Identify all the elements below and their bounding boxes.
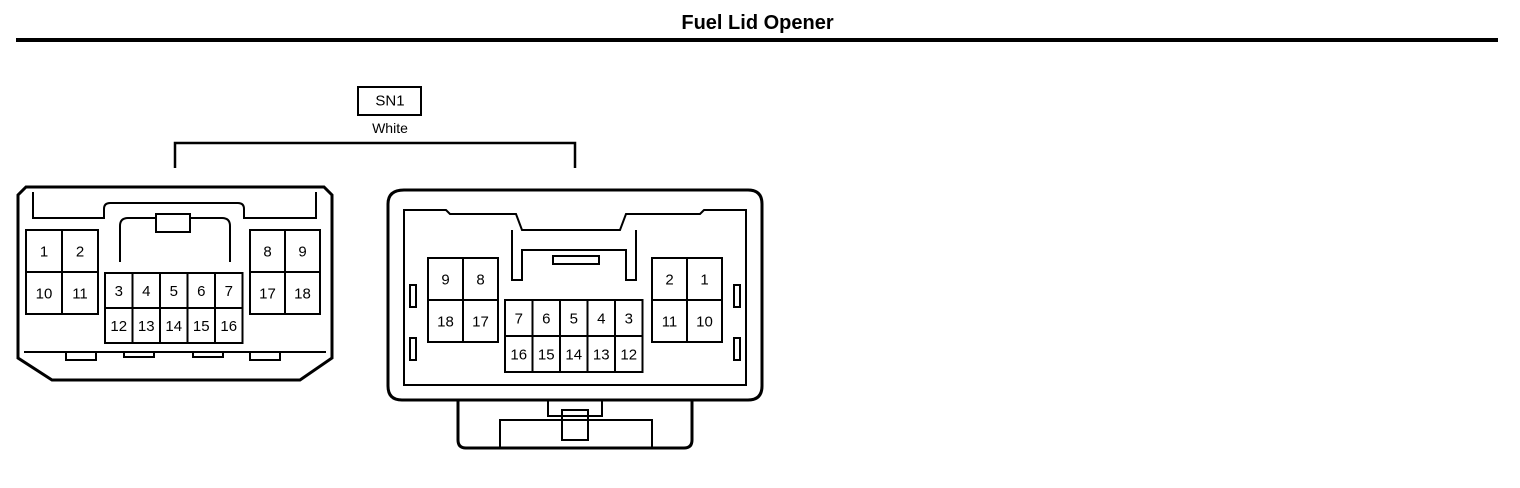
pin-cavity-l6 — [186, 272, 216, 309]
pin-label-r11: 11 — [662, 314, 678, 331]
pin-cavity-l18 — [284, 271, 321, 315]
pin-cavity-r10 — [686, 299, 723, 343]
pin-label-r2: 2 — [665, 272, 673, 289]
pin-label-l5: 5 — [170, 283, 178, 300]
pin-cavity-r15 — [531, 335, 561, 373]
pin-label-r16: 16 — [510, 347, 527, 364]
right-connector — [386, 188, 764, 450]
pin-cavity-l12 — [104, 307, 134, 344]
pin-label-r1: 1 — [700, 272, 708, 289]
pin-cavity-l4 — [131, 272, 161, 309]
pin-label-r3: 3 — [625, 311, 633, 328]
pin-label-l16: 16 — [220, 318, 237, 335]
pin-label-l18: 18 — [294, 286, 311, 303]
pin-cavity-l11 — [61, 271, 99, 315]
connector-code: SN1 — [375, 93, 404, 110]
pin-label-l8: 8 — [263, 244, 271, 261]
pin-label-l10: 10 — [36, 286, 53, 303]
pin-cavity-r1 — [686, 257, 723, 301]
pin-label-l13: 13 — [138, 318, 155, 335]
pin-cavity-r17 — [462, 299, 499, 343]
pin-label-r10: 10 — [696, 314, 713, 331]
pin-label-r7: 7 — [515, 311, 523, 328]
pin-label-r6: 6 — [542, 311, 550, 328]
pin-label-l9: 9 — [298, 244, 306, 261]
pin-label-r17: 17 — [472, 314, 489, 331]
pin-label-r12: 12 — [620, 347, 637, 364]
pin-cavity-r8 — [462, 257, 499, 301]
pin-label-l2: 2 — [76, 244, 84, 261]
connector-bracket — [173, 141, 577, 168]
pin-cavity-l10 — [25, 271, 63, 315]
pin-label-r5: 5 — [570, 311, 578, 328]
pin-label-r8: 8 — [476, 272, 484, 289]
pin-cavity-l7 — [214, 272, 244, 309]
pin-label-l3: 3 — [115, 283, 123, 300]
pin-label-l7: 7 — [225, 283, 233, 300]
pin-label-r14: 14 — [565, 347, 582, 364]
pin-label-r9: 9 — [441, 272, 449, 289]
pin-label-l12: 12 — [110, 318, 127, 335]
title-underline — [16, 38, 1498, 42]
pin-label-l6: 6 — [197, 283, 205, 300]
pin-label-l4: 4 — [142, 283, 150, 300]
pin-label-l1: 1 — [40, 244, 48, 261]
pin-label-l17: 17 — [259, 286, 276, 303]
pin-label-l11: 11 — [72, 286, 88, 303]
pin-label-l14: 14 — [165, 318, 182, 335]
left-connector — [16, 185, 334, 382]
pin-label-r18: 18 — [437, 314, 454, 331]
pin-cavity-l1 — [25, 229, 63, 273]
pin-cavity-r5 — [559, 299, 589, 337]
diagram-title: Fuel Lid Opener — [681, 12, 834, 34]
pin-cavity-r14 — [559, 335, 589, 373]
connector-color: White — [372, 120, 408, 136]
connector-code-box — [357, 86, 422, 116]
pin-label-r4: 4 — [597, 311, 605, 328]
pin-label-l15: 15 — [193, 318, 210, 335]
pin-label-r15: 15 — [538, 347, 555, 364]
pin-cavity-r13 — [586, 335, 616, 373]
pin-cavity-r12 — [614, 335, 644, 373]
pin-cavity-l3 — [104, 272, 134, 309]
pin-cavity-r18 — [427, 299, 464, 343]
pin-label-r13: 13 — [593, 347, 610, 364]
pin-cavity-l14 — [159, 307, 189, 344]
pin-cavity-l16 — [214, 307, 244, 344]
